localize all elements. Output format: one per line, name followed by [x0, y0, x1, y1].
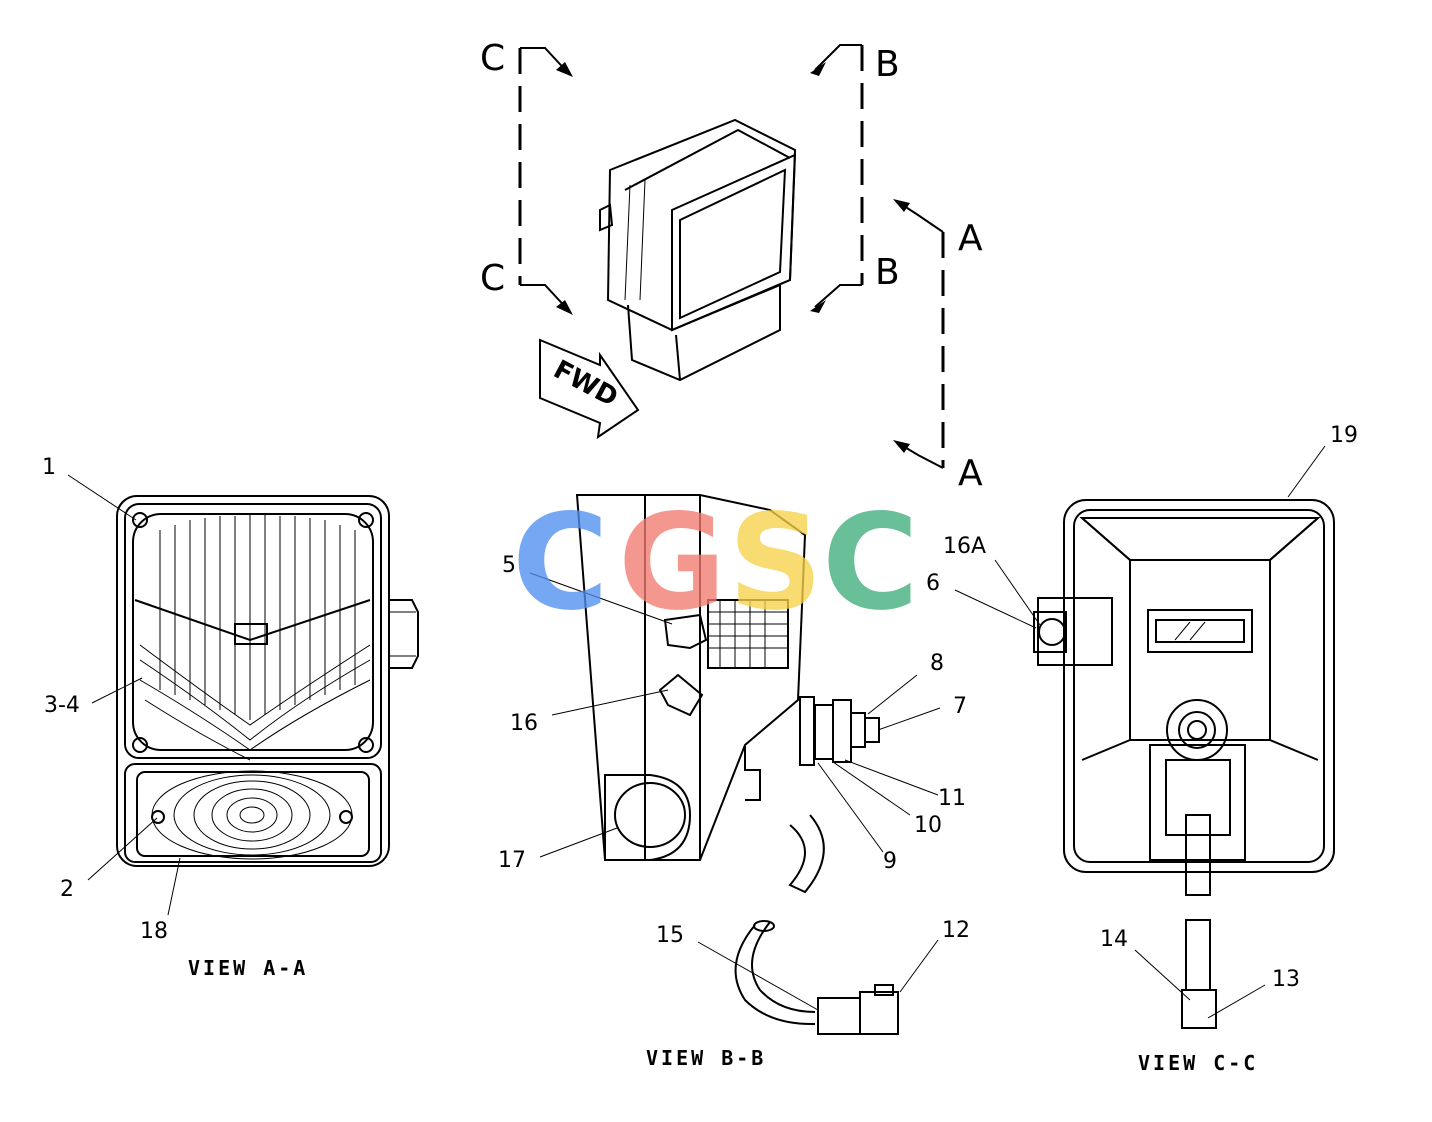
view-b-lamp: [575, 494, 880, 894]
leader-lines: [67, 445, 1326, 1019]
callout-16a: 16A: [943, 534, 986, 559]
callout-8: 8: [930, 651, 944, 676]
callout-13: 13: [1272, 967, 1300, 992]
watermark-letter-4: C: [822, 486, 919, 640]
section-marker-b-top: B: [875, 44, 900, 85]
view-a-lamp: [116, 495, 419, 867]
callout-18: 18: [140, 919, 168, 944]
callout-12: 12: [942, 918, 970, 943]
callout-16: 16: [510, 711, 538, 736]
callout-14: 14: [1100, 927, 1128, 952]
callout-7: 7: [953, 694, 967, 719]
section-lines: [518, 44, 945, 469]
callout-2: 2: [60, 877, 74, 902]
callout-9: 9: [883, 849, 897, 874]
callout-19: 19: [1330, 423, 1358, 448]
watermark-letter-2: G: [618, 486, 726, 640]
callout-17: 17: [498, 848, 526, 873]
view-c-lamp: [1033, 499, 1335, 1029]
view-b-connector: [734, 920, 899, 1035]
callout-3-4: 3-4: [44, 693, 80, 718]
callout-15: 15: [656, 923, 684, 948]
fwd-label: FWD: [548, 355, 622, 413]
watermark-letter-3: S: [728, 486, 823, 640]
callout-10: 10: [914, 813, 942, 838]
callout-6: 6: [926, 571, 940, 596]
fwd-arrow: FWD: [539, 338, 640, 440]
view-a-label: VIEW A-A: [188, 956, 308, 980]
callout-5: 5: [502, 553, 516, 578]
watermark-letter-1: C: [512, 486, 609, 640]
section-marker-c-top: C: [480, 38, 505, 79]
view-b-label: VIEW B-B: [646, 1046, 766, 1070]
section-marker-b-bottom: B: [875, 252, 900, 293]
section-marker-c-bottom: C: [480, 258, 505, 299]
lamp-isometric: [599, 118, 797, 382]
section-marker-a-bottom: A: [958, 453, 983, 494]
section-marker-a-top: A: [958, 218, 983, 259]
callout-11: 11: [938, 786, 966, 811]
callout-1: 1: [42, 455, 56, 480]
watermark-logo: C G S C: [512, 486, 919, 640]
view-c-label: VIEW C-C: [1138, 1051, 1258, 1075]
